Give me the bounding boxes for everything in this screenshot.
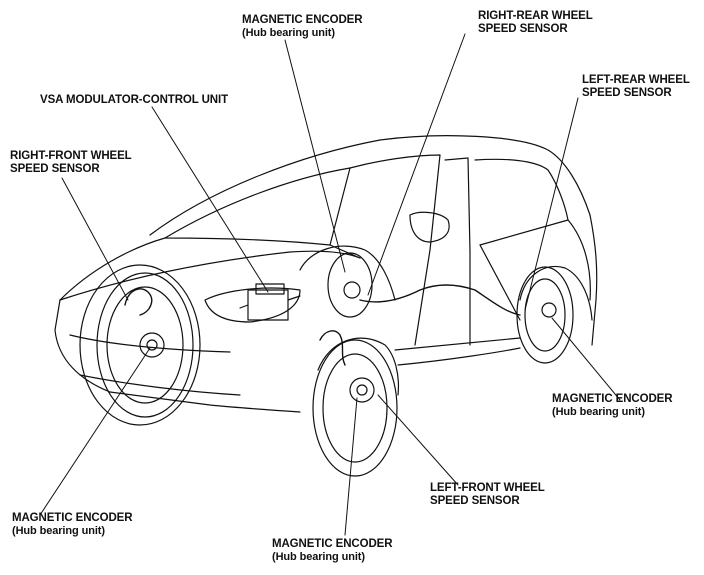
label-magnetic-encoder-top: MAGNETIC ENCODER (Hub bearing unit) — [242, 14, 363, 40]
label-right-rear-sensor: RIGHT-REAR WHEEL SPEED SENSOR — [478, 10, 593, 36]
leader-right-front-sensor — [61, 177, 129, 301]
label-left-rear-sensor: LEFT-REAR WHEEL SPEED SENSOR — [582, 74, 690, 100]
label-line: VSA MODULATOR-CONTROL UNIT — [40, 94, 228, 106]
label-magnetic-encoder-rear-right: MAGNETIC ENCODER (Hub bearing unit) — [552, 393, 673, 419]
leader-encoder-bottom-left — [39, 347, 151, 516]
right-front-wheel — [79, 264, 201, 426]
label-subline: (Hub bearing unit) — [12, 525, 105, 537]
left-rear-wheel — [516, 266, 574, 364]
label-line: LEFT-REAR WHEEL — [582, 74, 690, 86]
leader-left-rear-sensor — [524, 97, 579, 311]
label-line: MAGNETIC ENCODER — [12, 512, 133, 524]
right-rear-wheel — [327, 252, 373, 318]
label-magnetic-encoder-bottom-center: MAGNETIC ENCODER (Hub bearing unit) — [272, 538, 393, 564]
label-vsa-unit: VSA MODULATOR-CONTROL UNIT — [40, 94, 228, 107]
label-line: LEFT-FRONT WHEEL — [430, 482, 545, 494]
sensor-harness — [124, 284, 521, 366]
leader-lines — [39, 33, 621, 536]
label-subline: (Hub bearing unit) — [272, 551, 365, 563]
leader-vsa-unit — [151, 106, 269, 293]
vehicle-body — [54, 135, 598, 413]
label-line: SPEED SENSOR — [582, 87, 672, 99]
leader-encoder-bottom-center — [344, 397, 358, 536]
leader-right-rear-sensor — [367, 33, 466, 296]
left-front-wheel — [312, 337, 400, 477]
label-line: SPEED SENSOR — [478, 23, 568, 35]
vsa-modulator-unit — [239, 283, 301, 321]
label-line: MAGNETIC ENCODER — [272, 538, 393, 550]
label-line: MAGNETIC ENCODER — [242, 14, 363, 26]
label-right-front-sensor: RIGHT-FRONT WHEEL SPEED SENSOR — [10, 150, 132, 176]
label-line: SPEED SENSOR — [430, 495, 520, 507]
label-subline: (Hub bearing unit) — [242, 27, 335, 39]
label-line: RIGHT-FRONT WHEEL — [10, 150, 132, 162]
leader-left-front-sensor — [377, 394, 459, 486]
leader-encoder-top — [284, 39, 346, 273]
label-line: SPEED SENSOR — [10, 163, 100, 175]
label-subline: (Hub bearing unit) — [552, 406, 645, 418]
label-magnetic-encoder-bottom-left: MAGNETIC ENCODER (Hub bearing unit) — [12, 512, 133, 538]
label-line: RIGHT-REAR WHEEL — [478, 10, 593, 22]
label-left-front-sensor: LEFT-FRONT WHEEL SPEED SENSOR — [430, 482, 545, 508]
leader-encoder-rear-right — [551, 317, 621, 401]
label-line: MAGNETIC ENCODER — [552, 393, 673, 405]
